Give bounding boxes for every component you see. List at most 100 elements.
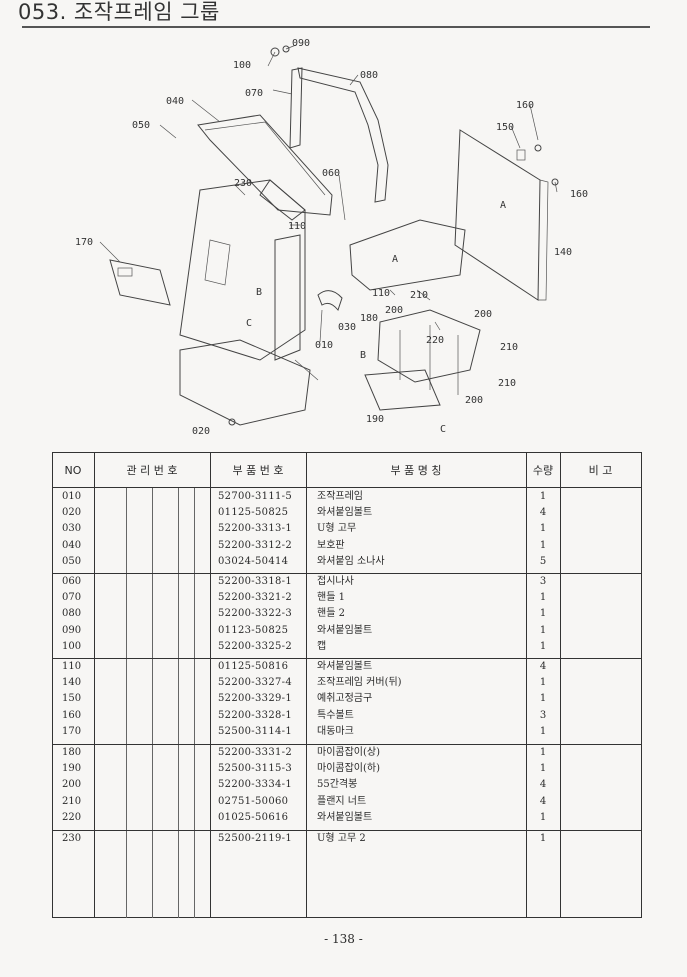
row-part-no: 52200-3331-2 [218, 747, 292, 758]
row-part-no: 52200-3318-1 [218, 576, 292, 587]
row-part-no: 01025-50616 [218, 811, 289, 823]
cap-100 [270, 47, 280, 57]
row-no: 040 [62, 539, 82, 551]
row-no: 230 [62, 833, 82, 844]
row-part-no: 52200-3322-3 [218, 608, 292, 620]
row-qty: 4 [539, 507, 547, 519]
bolt-160-top [534, 144, 542, 152]
page-title: 053. 조작프레임 그룹 [18, 0, 220, 24]
row-qty: 4 [539, 779, 547, 791]
row-part-name: 핸들 2 [317, 608, 345, 620]
row-part-name: 조작프레임 [317, 491, 363, 502]
col-rule-1 [94, 452, 95, 918]
group-rule-3 [52, 744, 642, 745]
row-no: 170 [62, 725, 82, 737]
row-no: 150 [62, 693, 82, 705]
label-190: 190 [366, 414, 384, 425]
exploded-parts-diagram: 090 100 080 070 040 050 160 150 160 060 … [60, 30, 620, 440]
row-no: 050 [62, 555, 82, 567]
row-qty: 1 [539, 608, 547, 620]
label-230: 230 [234, 178, 252, 189]
row-no: 030 [62, 523, 82, 535]
label-100: 100 [233, 60, 251, 71]
label-200-lower: 200 [465, 395, 483, 406]
col-rule-2 [210, 452, 211, 918]
mgmt-subcol-3 [178, 488, 179, 918]
row-qty: 1 [539, 624, 547, 636]
frame-post [274, 234, 301, 361]
label-070: 070 [245, 88, 263, 99]
row-qty: 1 [539, 811, 547, 823]
row-no: 190 [62, 763, 82, 775]
row-qty: 3 [539, 576, 547, 587]
label-c-frame: C [246, 318, 252, 329]
table-row: 010 52700-3111-5 조작프레임 1 [52, 489, 642, 505]
header-qty: 수량 [532, 464, 554, 477]
header-part-name: 부 품 명 칭 [390, 464, 442, 477]
fixing-bracket [516, 149, 526, 161]
label-060: 060 [322, 168, 340, 179]
header-note: 비 고 [588, 464, 613, 477]
row-no: 010 [62, 491, 82, 502]
protective-plate [197, 114, 333, 216]
row-part-name: 와셔붙임볼트 [317, 507, 373, 519]
row-part-name: 보호판 [317, 539, 345, 551]
row-part-no: 52200-3312-2 [218, 539, 292, 551]
label-110-upper: 110 [288, 221, 306, 232]
row-qty: 1 [539, 763, 547, 775]
plate-edge [204, 121, 326, 196]
row-part-no: 52700-3111-5 [218, 491, 292, 502]
label-c-bracket: C [440, 424, 446, 435]
row-qty: 1 [539, 693, 547, 705]
label-020: 020 [192, 426, 210, 437]
row-qty: 4 [539, 795, 547, 807]
bolt-160-side [551, 178, 559, 186]
row-qty: 1 [539, 725, 547, 737]
row-part-name: 예취고정금구 [317, 693, 373, 705]
row-part-name: 특수볼트 [317, 709, 354, 721]
row-part-name: 마이콤잡이(상) [317, 747, 381, 758]
row-part-name: 핸들 1 [317, 592, 345, 604]
group-rule-2 [52, 658, 642, 659]
label-140: 140 [554, 247, 572, 258]
row-part-no: 52200-3327-4 [218, 677, 292, 689]
handle-2 [297, 67, 389, 203]
row-part-name: 플랜지 너트 [317, 795, 367, 807]
row-no: 160 [62, 709, 82, 721]
row-part-name: 마이콤잡이(하) [317, 763, 381, 775]
row-part-name: 캡 [317, 640, 327, 652]
label-110-lower: 110 [372, 288, 390, 299]
row-part-no: 52200-3321-2 [218, 592, 292, 604]
frame-base [179, 339, 311, 426]
row-no: 090 [62, 624, 82, 636]
daedong-mark [109, 259, 171, 306]
title-rule [22, 26, 650, 28]
table-bottom-rule [52, 917, 642, 918]
col-rule-6 [641, 452, 642, 918]
row-qty: 1 [539, 491, 547, 502]
row-part-no: 01123-50825 [218, 624, 289, 636]
mgmt-subcol-2 [152, 488, 153, 918]
row-part-no: 52200-3329-1 [218, 693, 292, 705]
group-rule-4 [52, 830, 642, 831]
row-qty: 1 [539, 833, 547, 844]
mgmt-subcol-4 [194, 488, 195, 918]
page-number: - 138 - [324, 932, 363, 946]
label-170: 170 [75, 237, 93, 248]
header-part-no: 부 품 번 호 [232, 464, 284, 477]
row-part-no: 01125-50816 [218, 661, 289, 672]
row-qty: 1 [539, 592, 547, 604]
label-080: 080 [360, 70, 378, 81]
frame-cover-rear [454, 129, 541, 301]
label-200-right: 200 [474, 309, 492, 320]
row-no: 060 [62, 576, 82, 587]
